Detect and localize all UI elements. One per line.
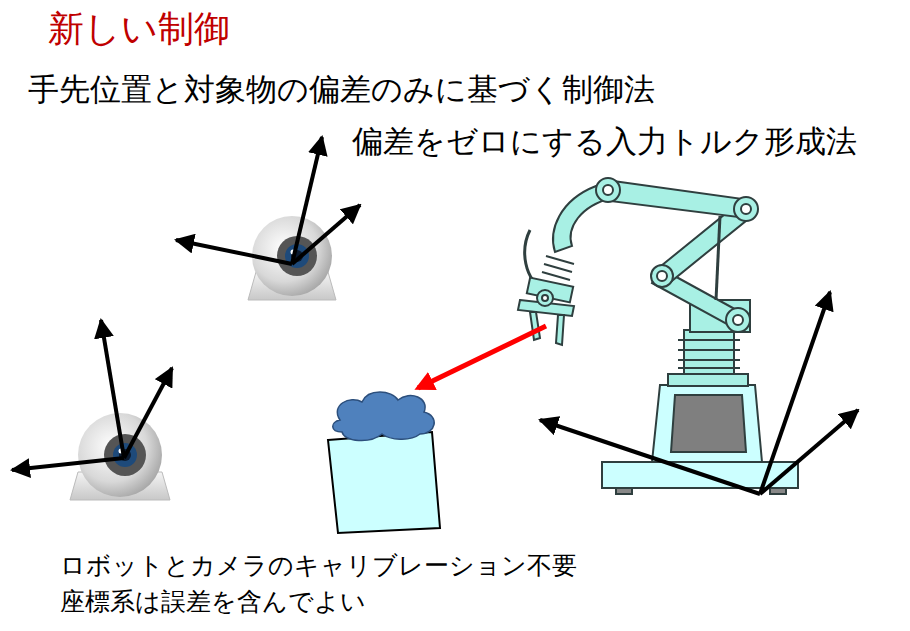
note-text: ロボットとカメラのキャリブレーション不要 (60, 552, 577, 581)
slide-title: 新しい制御 (48, 8, 230, 49)
target-object (328, 392, 440, 533)
note-text: 偏差をゼロにする入力トルク形成法 (352, 124, 857, 160)
coordinate-frame (12, 320, 172, 470)
coordinate-frame (176, 137, 360, 264)
note-text: 座標系は誤差を含んでよい (60, 588, 366, 617)
deviation-arrow (418, 326, 546, 388)
coordinate-frame (540, 292, 858, 494)
note-text: 手先位置と対象物の偏差のみに基づく制御法 (28, 72, 655, 108)
robot-arm (518, 178, 798, 494)
